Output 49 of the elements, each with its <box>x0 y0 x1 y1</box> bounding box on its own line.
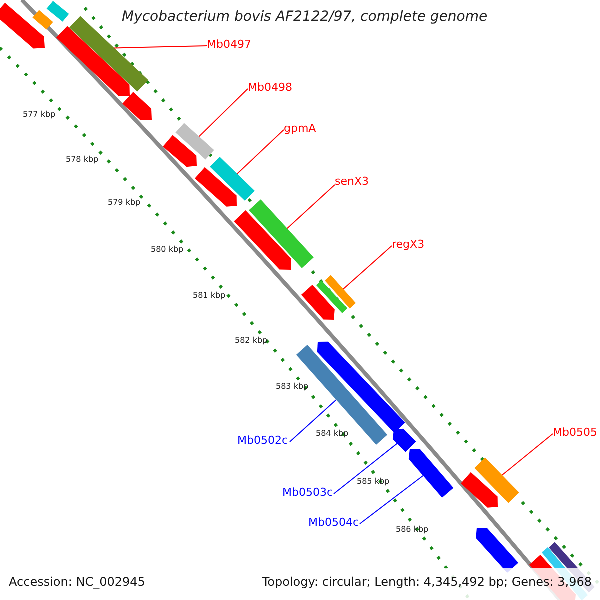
scale-label: 581 kbp <box>193 291 226 300</box>
gene-bar <box>461 472 498 508</box>
gene-bar <box>210 157 255 201</box>
gene-label: Mb0503c <box>282 486 333 499</box>
gene-label: Mb0502c <box>237 434 288 447</box>
leader-line <box>236 130 284 174</box>
gene-bar <box>32 10 54 30</box>
gene-bar <box>249 200 314 268</box>
gene-bar <box>474 458 520 504</box>
leader-line <box>343 246 392 290</box>
gene-label: senX3 <box>335 175 370 188</box>
gene-label: Mb0498 <box>248 81 292 94</box>
gene-bar <box>163 135 197 168</box>
scale-label: 583 kbp <box>276 382 309 391</box>
gene-bar <box>408 449 454 498</box>
leader-line <box>290 400 337 442</box>
gene-bar <box>296 345 388 445</box>
leader-line <box>502 434 554 476</box>
gene-bar <box>234 210 292 270</box>
leader-line <box>114 46 208 49</box>
gene-bar <box>46 1 70 22</box>
scale-label: 579 kbp <box>108 198 141 207</box>
gene-bar <box>56 26 130 96</box>
gene-label: gpmA <box>284 122 316 135</box>
title: Mycobacterium bovis AF2122/97, complete genome <box>122 9 488 25</box>
gene-label: regX3 <box>392 238 425 251</box>
scale-label: 586 kbp <box>396 525 429 534</box>
gene-bar <box>0 3 45 49</box>
scale-label: 578 kbp <box>66 155 99 164</box>
leader-line <box>286 184 336 230</box>
gene-bar <box>176 123 214 160</box>
gene-bar <box>316 280 348 314</box>
scale-label: 577 kbp <box>23 110 56 119</box>
gene-bar <box>301 285 335 320</box>
gene-bar <box>325 275 356 309</box>
leader-line <box>198 88 248 138</box>
leader-line <box>334 443 398 494</box>
gene-label: Mb0504c <box>308 516 359 529</box>
accession-text: Accession: NC_002945 <box>9 575 146 589</box>
leader-line <box>360 475 424 524</box>
gene-bar <box>392 428 416 452</box>
scale-label: 585 kbp <box>357 477 390 486</box>
scale-label: 582 kbp <box>235 336 268 345</box>
gene-label: Mb0505 <box>553 426 598 439</box>
scale-label: 584 kbp <box>316 429 349 438</box>
gene-label: Mb0497 <box>207 38 252 51</box>
scale-label: 580 kbp <box>151 245 184 254</box>
gene-bar <box>195 167 237 207</box>
genome-stats-text: Topology: circular; Length: 4,345,492 bp; Genes: 3,968 <box>262 575 592 589</box>
